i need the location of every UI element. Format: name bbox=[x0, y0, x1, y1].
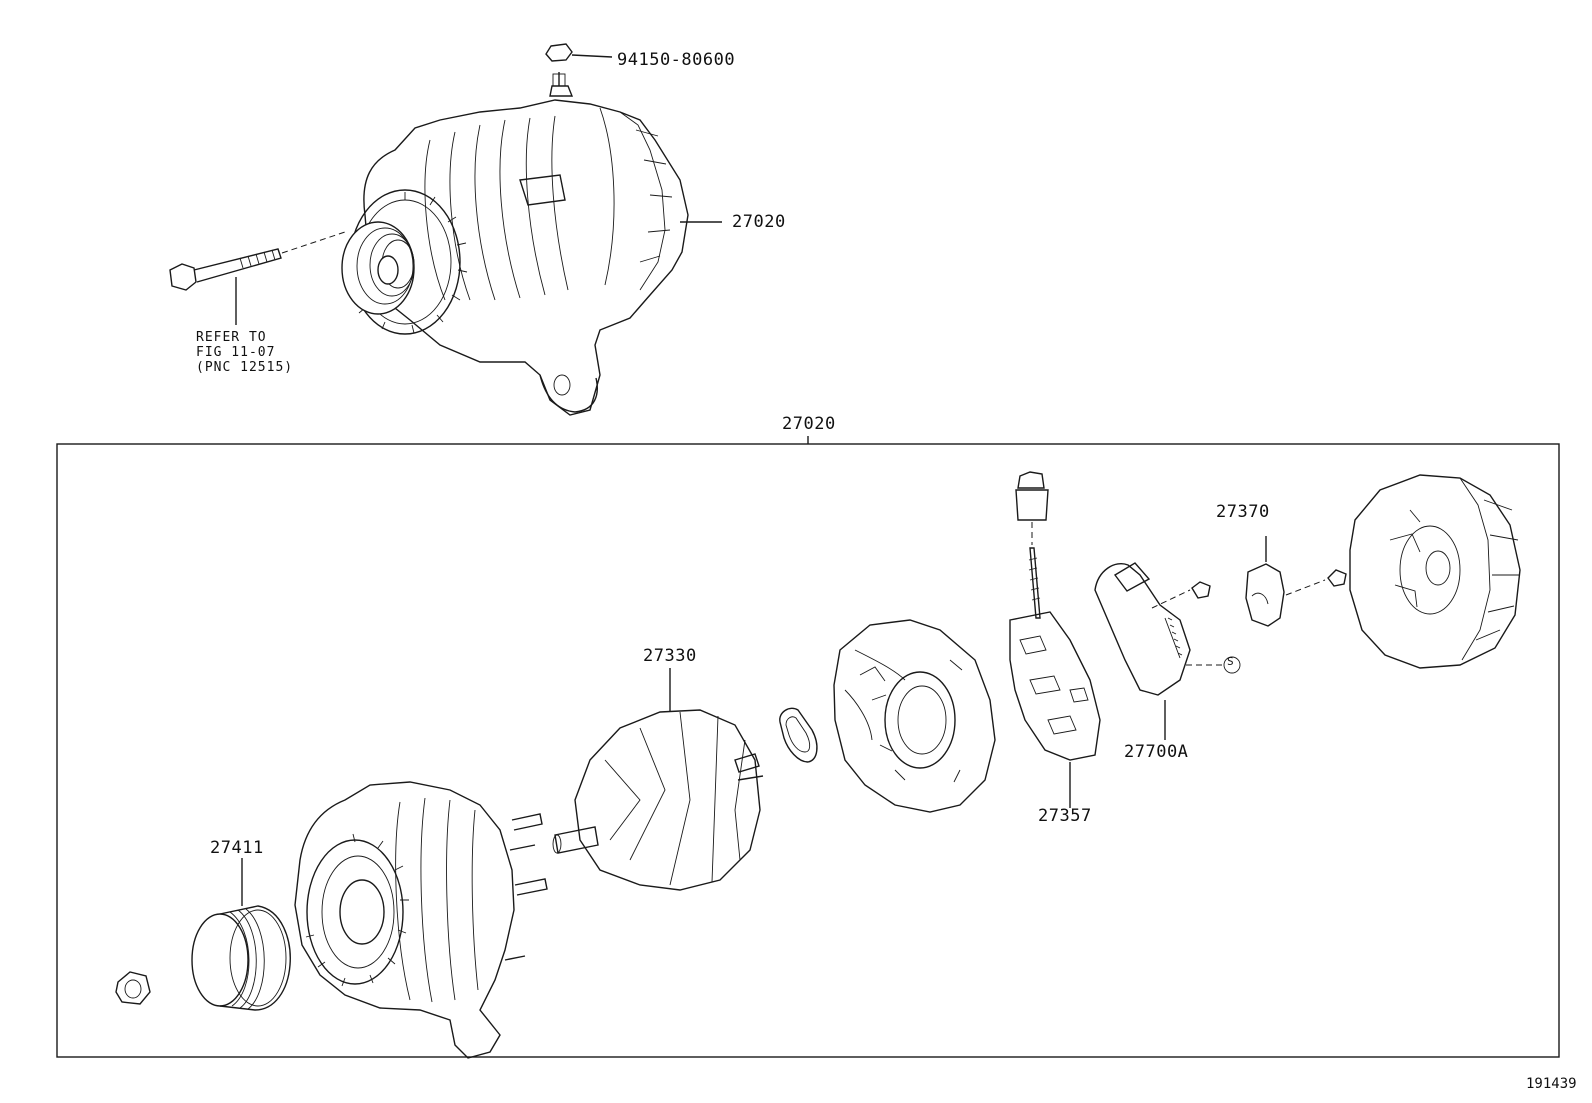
rectifier-part bbox=[1009, 611, 1101, 808]
exploded-view-drawing bbox=[115, 471, 1521, 1059]
part-number-nut[interactable]: 94150-80600 bbox=[617, 50, 736, 70]
reference-note-line2: FIG 11-07 bbox=[196, 345, 276, 360]
top-nut bbox=[545, 43, 613, 97]
seal-ring bbox=[779, 707, 818, 763]
regulator-part bbox=[1094, 562, 1241, 740]
reference-note-line3: (PNC 12515) bbox=[196, 360, 294, 375]
part-number-pulley[interactable]: 27411 bbox=[210, 838, 264, 858]
alternator-assembly-drawing bbox=[169, 43, 722, 416]
rotor-part bbox=[552, 668, 764, 891]
part-number-rotor[interactable]: 27330 bbox=[643, 646, 697, 666]
terminal-insulator bbox=[1015, 471, 1049, 619]
part-number-alternator[interactable]: 27020 bbox=[732, 212, 786, 232]
mounting-bolt bbox=[169, 231, 346, 325]
part-number-regulator[interactable]: 27700A bbox=[1124, 742, 1189, 762]
reference-note-line1: REFER TO bbox=[196, 330, 267, 345]
part-number-rectifier[interactable]: 27357 bbox=[1038, 806, 1092, 826]
group-title-label[interactable]: 27020 bbox=[782, 414, 836, 434]
drive-end-frame bbox=[294, 781, 548, 1059]
rectifier-end-frame bbox=[833, 619, 996, 813]
reference-note: REFER TO FIG 11-07 (PNC 12515) bbox=[196, 330, 293, 375]
rear-end-cover bbox=[1349, 474, 1521, 669]
s-mark-label: S bbox=[1227, 655, 1235, 668]
lock-nut bbox=[115, 971, 151, 1005]
figure-id: 191439 bbox=[1526, 1076, 1577, 1092]
part-number-brush-holder[interactable]: 27370 bbox=[1216, 502, 1270, 522]
pulley-part bbox=[191, 858, 291, 1011]
brush-holder-part bbox=[1245, 536, 1347, 627]
